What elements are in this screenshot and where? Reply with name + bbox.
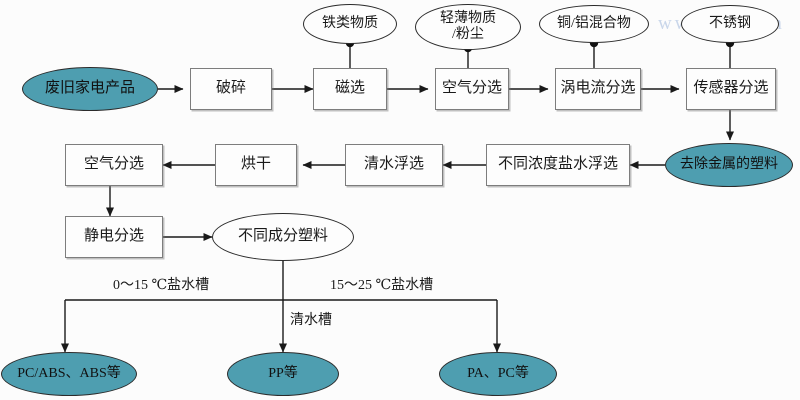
edge-label-warm-brine-tank: 15～25 ℃盐水槽 bbox=[330, 278, 434, 293]
node-output-iron[interactable]: 铁类物质 bbox=[303, 4, 397, 44]
node-crushing[interactable]: 破碎 bbox=[190, 68, 272, 110]
node-freshwater-flotation[interactable]: 清水浮选 bbox=[345, 144, 443, 186]
node-product-pcabs[interactable]: PC/ABS、ABS等 bbox=[1, 352, 137, 396]
node-product-papc[interactable]: PA、PC等 bbox=[439, 352, 557, 396]
node-brine-flotation[interactable]: 不同浓度盐水浮选 bbox=[486, 144, 630, 186]
node-drying[interactable]: 烘干 bbox=[215, 144, 297, 186]
node-magnetic-separation[interactable]: 磁选 bbox=[313, 68, 387, 110]
edge-label-cold-brine-tank: 0～15 ℃盐水槽 bbox=[113, 278, 210, 293]
node-eddy-current-separation[interactable]: 涡电流分选 bbox=[555, 68, 641, 110]
junction-dots bbox=[345, 38, 735, 53]
node-electrostatic-separation[interactable]: 静电分选 bbox=[65, 216, 163, 258]
node-output-light-dust[interactable]: 轻薄物质 /粉尘 bbox=[415, 4, 521, 50]
node-product-pp[interactable]: PP等 bbox=[227, 352, 339, 396]
node-air-separation-2[interactable]: 空气分选 bbox=[65, 144, 163, 186]
node-sensor-separation[interactable]: 传感器分选 bbox=[686, 68, 776, 110]
node-mixed-composition-plastic[interactable]: 不同成分塑料 bbox=[212, 213, 354, 261]
node-output-copper-aluminum[interactable]: 铜/铝混合物 bbox=[539, 5, 649, 43]
node-output-stainless-steel[interactable]: 不锈钢 bbox=[681, 5, 779, 43]
node-metal-free-plastic[interactable]: 去除金属的塑料 bbox=[665, 143, 793, 187]
node-air-separation-1[interactable]: 空气分选 bbox=[435, 68, 509, 110]
edge-label-freshwater-tank: 清水槽 bbox=[290, 313, 332, 328]
node-start-waste-appliances[interactable]: 废旧家电产品 bbox=[22, 67, 158, 111]
